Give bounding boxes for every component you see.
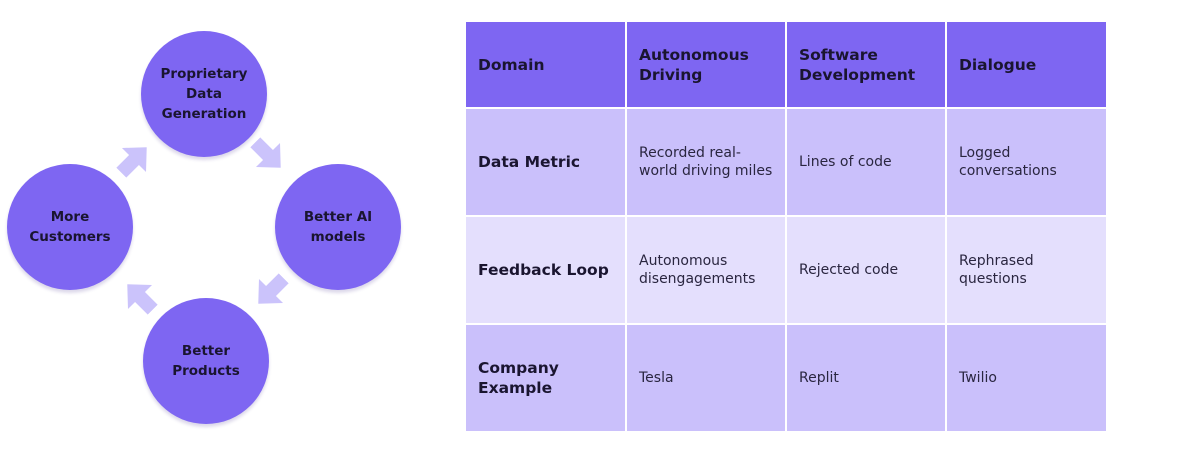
table-cell: Twilio <box>947 325 1106 431</box>
table-row: Company Example Tesla Replit Twilio <box>466 325 1106 431</box>
table-cell: Rejected code <box>787 217 945 323</box>
column-header-autonomous-driving: Autonomous Driving <box>627 22 785 107</box>
node-better-ai-models: Better AI models <box>275 164 401 290</box>
table-cell: Autonomous disengagements <box>627 217 785 323</box>
node-label: Better AI models <box>303 209 373 245</box>
flywheel-diagram: Proprietary Data Generation Better AI mo… <box>0 0 420 453</box>
table-cell: Lines of code <box>787 109 945 215</box>
node-label: Proprietary Data Generation <box>160 66 248 122</box>
row-label-company-example: Company Example <box>466 325 625 431</box>
node-label: Better Products <box>172 343 240 379</box>
table-row: Data Metric Recorded real- world driving… <box>466 109 1106 215</box>
node-label: More Customers <box>29 209 111 245</box>
node-proprietary-data-generation: Proprietary Data Generation <box>141 31 267 157</box>
row-label-data-metric: Data Metric <box>466 109 625 215</box>
row-label-feedback-loop: Feedback Loop <box>466 217 625 323</box>
table-cell: Tesla <box>627 325 785 431</box>
arrow-right-icon <box>243 130 292 179</box>
table-row: Feedback Loop Autonomous disengagements … <box>466 217 1106 323</box>
arrow-right-icon <box>115 272 164 321</box>
data-flywheel-table: Domain Autonomous Driving Software Devel… <box>464 20 1108 433</box>
column-header-domain: Domain <box>466 22 625 107</box>
table-cell: Replit <box>787 325 945 431</box>
table-cell: Recorded real- world driving miles <box>627 109 785 215</box>
table-header-row: Domain Autonomous Driving Software Devel… <box>466 22 1106 107</box>
column-header-dialogue: Dialogue <box>947 22 1106 107</box>
column-header-software-development: Software Development <box>787 22 945 107</box>
node-more-customers: More Customers <box>7 164 133 290</box>
table-cell: Logged conversations <box>947 109 1106 215</box>
table-cell: Rephrased questions <box>947 217 1106 323</box>
arrow-right-icon <box>246 266 295 315</box>
node-better-products: Better Products <box>143 298 269 424</box>
arrow-right-icon <box>109 135 158 184</box>
